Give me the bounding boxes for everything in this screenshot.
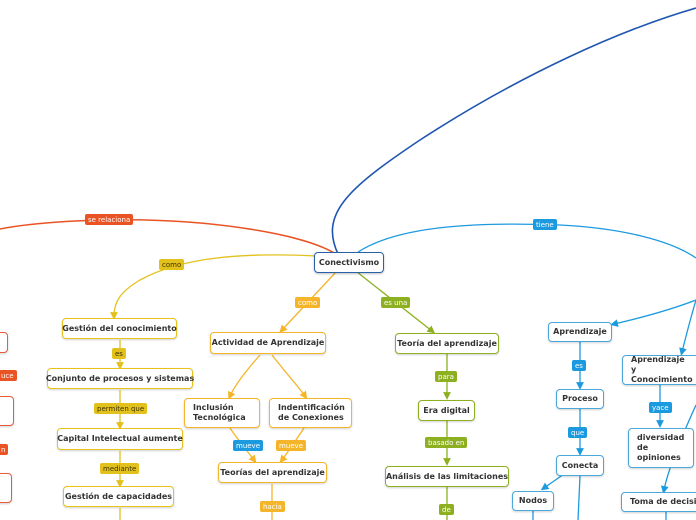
label-fragment-n: n [0,444,9,455]
label-tiene: tiene [533,219,557,230]
link-conecta-nodos [540,473,565,491]
link-conecta-down [577,475,581,520]
label-permiten-que: permiten que [94,403,148,414]
link-to-aprendizaje-conocimiento [679,299,696,356]
node-conjunto-procesos[interactable]: Conjunto de procesos y sistemas [46,368,194,389]
node-identificacion-conexiones[interactable]: Indentificación de Conexiones [269,398,352,428]
link-actividad-inclusion [228,354,261,400]
node-capital-intelectual[interactable]: Capital Intelectual aumente [57,428,183,450]
label-se-relaciona: se relaciona [85,214,134,225]
link-root-dark-blue [331,7,696,255]
label-como-yellow: como [159,259,185,270]
node-actividad-aprendizaje[interactable]: Actividad de Aprendizaje [210,332,326,354]
root-node-conectivismo[interactable]: Conectivismo [314,252,384,273]
node-conecta[interactable]: Conecta [556,455,604,476]
label-es-blue: es [572,360,586,371]
label-mueve-orange: mueve [276,440,307,451]
node-analisis-limitaciones[interactable]: Análisis de las limitaciones [385,466,509,487]
node-proceso[interactable]: Proceso [556,389,604,409]
link-root-tiene [357,223,696,259]
node-teoria-aprendizaje[interactable]: Teoría del aprendizaje [395,333,499,354]
left-partial-node-2[interactable] [0,396,14,426]
node-diversidad-opiniones[interactable]: diversidad de opiniones [628,428,694,468]
node-inclusion-tecnologica[interactable]: Inclusión Tecnológica [184,398,260,428]
link-to-aprendizaje [610,299,696,327]
node-aprendizaje-conocimiento[interactable]: Aprendizaje y Conocimiento [622,355,696,385]
label-yace: yace [649,402,672,413]
link-root-como [110,254,317,320]
label-es-una: es una [381,297,411,308]
label-es-yellow: es [112,348,126,359]
left-partial-node-3[interactable] [0,473,12,503]
label-fragment-uce: uce [0,370,17,381]
link-root-se-relaciona [0,219,337,255]
label-como-orange: como [295,297,321,308]
label-que: que [568,427,588,438]
label-hacia: hacia [260,501,285,512]
node-teorias-aprendizaje[interactable]: Teorías del aprendizaje [218,462,327,483]
label-basado-en: basado en [425,437,468,448]
label-mueve-blue: mueve [233,440,264,451]
left-partial-node-1[interactable] [0,332,8,353]
node-toma-decisiones[interactable]: Toma de decisio [621,492,696,512]
label-para: para [435,371,457,382]
node-gestion-capacidades[interactable]: Gestión de capacidades [63,486,174,507]
node-gestion-conocimiento[interactable]: Gestión del conocimiento [62,318,177,339]
label-mediante: mediante [100,463,140,474]
label-de: de [439,504,454,515]
node-era-digital[interactable]: Era digital [418,400,475,421]
node-aprendizaje[interactable]: Aprendizaje [548,322,612,342]
node-nodos[interactable]: Nodos [512,491,554,511]
link-actividad-identificacion [271,354,308,400]
